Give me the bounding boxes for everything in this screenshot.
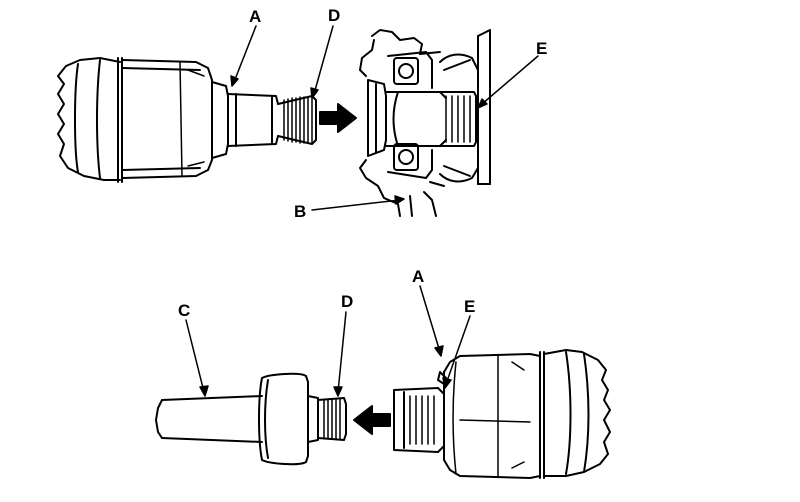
top-callout-leaders [230,25,539,211]
bottom-cv-joint-boot [539,349,611,479]
callout-d-top: D [328,6,341,25]
callout-a-top: A [249,7,262,26]
top-spline-d [283,96,313,144]
callout-e-top: E [536,39,548,58]
callout-e-bottom: E [464,297,476,316]
top-hub-spline-e [439,91,477,147]
bottom-install-direction-arrow [353,405,391,435]
callout-c-bottom: C [178,301,191,320]
callout-d-bottom: D [341,292,354,311]
callout-b-top: B [294,202,307,221]
bottom-callout-leaders [185,285,471,397]
top-cv-joint-boot [57,57,123,183]
top-knuckle-hub-b [359,29,447,217]
bottom-cv-joint-spline-e [393,387,445,453]
bottom-inboard-joint-housing [258,372,319,466]
top-install-direction-arrow [319,103,357,133]
top-outboard-joint-housing [121,59,229,179]
callout-a-bottom: A [412,267,425,286]
top-spindle-shaft [227,93,317,147]
bottom-outboard-joint-housing [437,353,541,479]
top-brake-disc [439,29,491,185]
bottom-driveshaft-c [155,395,263,443]
bottom-spline-d [317,397,347,441]
